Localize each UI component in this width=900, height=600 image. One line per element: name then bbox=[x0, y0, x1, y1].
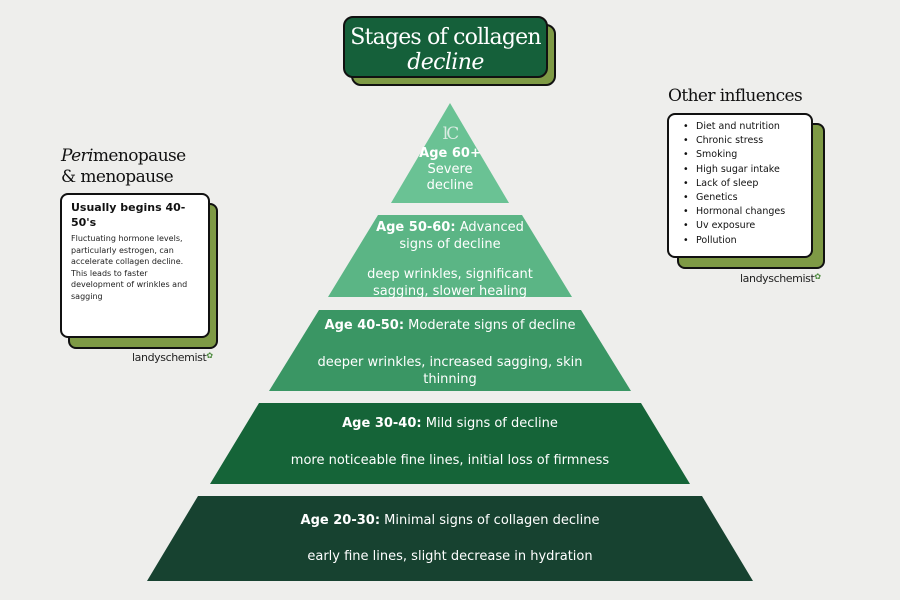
tier-40-50-text: Age 40-50: Moderate signs of decline dee… bbox=[280, 317, 620, 388]
pyramid-tier-40-50 bbox=[269, 310, 631, 391]
title-line-2: decline bbox=[407, 50, 484, 75]
title-box: Stages of collagen decline bbox=[343, 16, 548, 78]
list-item: Genetics bbox=[683, 191, 807, 205]
tier-age-label: Age 50-60: bbox=[376, 220, 456, 235]
pyramid-tier-30-40 bbox=[210, 403, 690, 484]
tier-sign: Moderate signs of decline bbox=[404, 318, 576, 333]
influences-card: Diet and nutrition Chronic stress Smokin… bbox=[667, 113, 827, 271]
brand-watermark-left: landyschemist✿ bbox=[132, 351, 213, 364]
list-item: Lack of sleep bbox=[683, 177, 807, 191]
tier-description: more noticeable fine lines, initial loss… bbox=[290, 453, 610, 468]
pyramid-tier-20-30 bbox=[147, 496, 753, 581]
title-plaque: Stages of collagen decline bbox=[343, 16, 558, 88]
title-line-1: Stages of collagen bbox=[350, 25, 541, 50]
menopause-heading: Perimenopause & menopause bbox=[61, 146, 231, 188]
card-body-box: Diet and nutrition Chronic stress Smokin… bbox=[667, 113, 813, 258]
tier-heading: Age 50-60: Advanced signs of decline bbox=[370, 219, 530, 253]
influences-list: Diet and nutrition Chronic stress Smokin… bbox=[683, 120, 807, 248]
pyramid-tier-60-plus bbox=[391, 103, 509, 203]
heading-line-2: & menopause bbox=[61, 167, 174, 187]
heading-rest: menopause bbox=[92, 146, 186, 166]
tier-heading: Age 40-50: Moderate signs of decline bbox=[325, 317, 576, 334]
tier-30-40-text: Age 30-40: Mild signs of decline more no… bbox=[220, 415, 680, 469]
list-item: Smoking bbox=[683, 148, 807, 162]
tier-sign: Mild signs of decline bbox=[421, 416, 558, 431]
list-item: Uv exposure bbox=[683, 219, 807, 233]
tier-heading: Age 20-30: Minimal signs of collagen dec… bbox=[301, 512, 600, 529]
menopause-card-text: Fluctuating hormone levels, particularly… bbox=[71, 234, 188, 301]
tier-age-label: Age 20-30: bbox=[300, 513, 381, 528]
tier-age-label: Age 30-40: bbox=[342, 416, 422, 431]
list-item: Diet and nutrition bbox=[683, 120, 807, 134]
other-influences-heading: Other influences bbox=[668, 86, 803, 106]
tier-description: deep wrinkles, significant sagging, slow… bbox=[367, 267, 533, 299]
tier-sign: Advanced signs of decline bbox=[399, 220, 524, 252]
tier-sign: Minimal signs of collagen decline bbox=[380, 513, 600, 528]
leaf-icon: ✿ bbox=[206, 351, 213, 360]
brand-logo-mark: lC bbox=[442, 124, 460, 144]
tier-description: early fine lines, slight decrease in hyd… bbox=[307, 549, 593, 564]
tier-description: Severe decline bbox=[426, 162, 474, 193]
list-item: High sugar intake bbox=[683, 163, 807, 177]
menopause-card: Usually begins 40-50's Fluctuating hormo… bbox=[60, 193, 220, 351]
brand-watermark-right: landyschemist✿ bbox=[740, 272, 821, 285]
tier-age-label: Age 40-50: bbox=[324, 318, 405, 333]
leaf-icon: ✿ bbox=[814, 272, 821, 281]
tier-description: deeper wrinkles, increased sagging, skin… bbox=[317, 355, 583, 387]
brand-name: landyschemist bbox=[132, 351, 207, 364]
list-item: Hormonal changes bbox=[683, 205, 807, 219]
tier-20-30-text: Age 20-30: Minimal signs of collagen dec… bbox=[170, 512, 730, 565]
tier-heading: Age 30-40: Mild signs of decline bbox=[342, 415, 558, 432]
tier-age-label: Age 60+ bbox=[419, 146, 481, 161]
pyramid-tier-50-60 bbox=[328, 215, 572, 297]
brand-name: landyschemist bbox=[740, 272, 815, 285]
tier-age: Age 60+ bbox=[419, 146, 481, 162]
menopause-card-title: Usually begins 40-50's bbox=[71, 201, 186, 229]
card-body-box: Usually begins 40-50's Fluctuating hormo… bbox=[60, 193, 210, 338]
list-item: Chronic stress bbox=[683, 134, 807, 148]
list-item: Pollution bbox=[683, 234, 807, 248]
heading-italic-part: Peri bbox=[61, 146, 94, 166]
tier-50-60-text: Age 50-60: Advanced signs of decline dee… bbox=[340, 219, 560, 300]
tier-60-plus-text: lC Age 60+ Severe decline bbox=[400, 124, 500, 194]
